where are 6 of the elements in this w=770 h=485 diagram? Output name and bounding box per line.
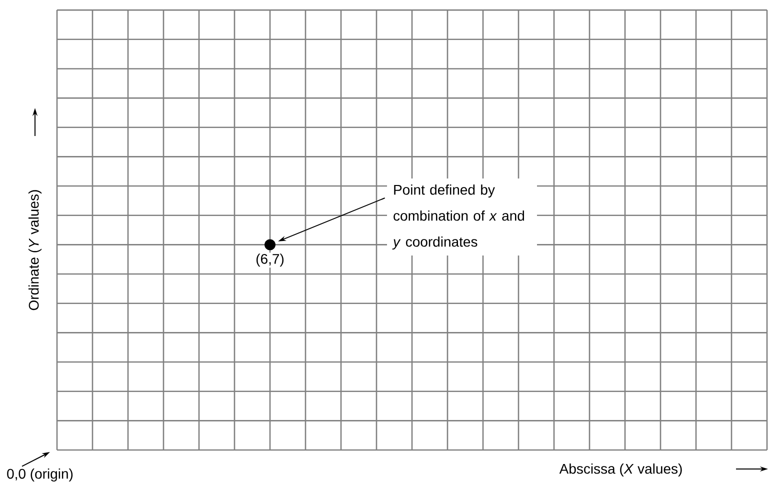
axis-title: Abscissa (X values) bbox=[558, 462, 684, 478]
data-point bbox=[264, 239, 276, 250]
origin-label: 0,0 (origin) bbox=[4, 466, 76, 484]
callout-text: Point defined by combination of x and y coordinates bbox=[387, 178, 537, 256]
axis-title: Ordinate (Y values) bbox=[27, 188, 43, 312]
point-label: (6,7) bbox=[254, 252, 286, 268]
